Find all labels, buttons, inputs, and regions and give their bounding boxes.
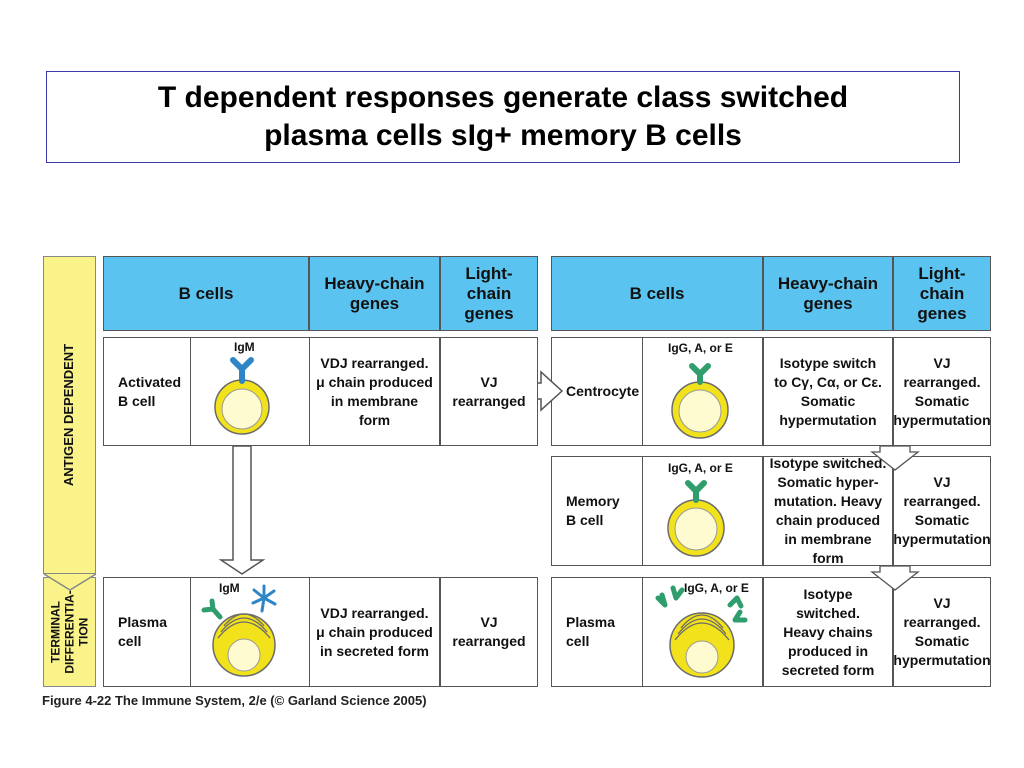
plasma-cell-label-left: Plasma cell — [103, 577, 191, 687]
centrocyte-light-chain: VJ rearranged. Somatic hypermutation — [893, 337, 991, 446]
arrow-down-left — [218, 445, 266, 575]
plasma-light-chain-left: VJ rearranged — [440, 577, 538, 687]
header-light-chain-right: Light-chain genes — [893, 256, 991, 331]
title-line-2: plasma cells sIg+ memory B cells — [264, 119, 742, 152]
activated-b-cell-icon — [214, 357, 270, 435]
memory-b-cell-label: Memory B cell — [551, 456, 643, 566]
igg-label-memory: IgG, A, or E — [668, 461, 733, 475]
arrow-down-memory-plasma — [870, 565, 920, 591]
plasma-heavy-chain-right: Isotype switched. Heavy chains produced … — [763, 577, 893, 687]
igm-pentamer-icon — [251, 584, 277, 613]
igg-label-centrocyte: IgG, A, or E — [668, 341, 733, 355]
plasma-cell-right-icon — [655, 585, 748, 678]
igg-label-plasma: IgG, A, or E — [684, 581, 749, 595]
plasma-cell-label-right: Plasma cell — [551, 577, 643, 687]
header-b-cells-left: B cells — [103, 256, 309, 331]
activated-light-chain: VJ rearranged — [440, 337, 538, 446]
arrow-right — [538, 370, 564, 412]
igm-secreted-icon — [201, 598, 223, 620]
igg-secreted-icons — [655, 585, 748, 623]
igm-receptor-icon — [230, 357, 254, 384]
sidebar-arrow — [43, 573, 97, 591]
title-line-1: T dependent responses generate class swi… — [157, 81, 849, 114]
header-heavy-chain-right: Heavy-chain genes — [763, 256, 893, 331]
title-box: T dependent responses generate class swi… — [46, 71, 960, 163]
header-heavy-chain-left: Heavy-chain genes — [309, 256, 440, 331]
terminal-differentiation-bar: TERMINAL DIFFERENTIA- TION — [43, 577, 96, 687]
activated-b-cell-label: Activated B cell — [103, 337, 191, 446]
igm-label-activated: IgM — [234, 340, 255, 354]
igg-receptor-memory-icon — [685, 480, 707, 503]
centrocyte-heavy-chain: Isotype switch to Cγ, Cα, or Cε. Somatic… — [763, 337, 893, 446]
memory-light-chain: VJ rearranged. Somatic hypermutation — [893, 456, 991, 566]
header-b-cells-right: B cells — [551, 256, 763, 331]
memory-b-cell-icon — [667, 480, 725, 557]
igm-label-plasma: IgM — [219, 581, 240, 595]
centrocyte-label: Centrocyte — [551, 337, 643, 446]
igg-receptor-icon — [689, 363, 711, 385]
arrow-down-centrocyte-memory — [870, 445, 920, 471]
plasma-cell-left-icon — [201, 584, 277, 677]
antigen-dependent-bar: ANTIGEN DEPENDENT — [43, 256, 96, 574]
centrocyte-icon — [671, 363, 729, 439]
figure-caption: Figure 4-22 The Immune System, 2/e (© Ga… — [42, 693, 427, 708]
activated-heavy-chain: VDJ rearranged. μ chain produced in memb… — [309, 337, 440, 446]
header-light-chain-left: Light-chain genes — [440, 256, 538, 331]
plasma-heavy-chain-left: VDJ rearranged. μ chain produced in secr… — [309, 577, 440, 687]
memory-heavy-chain: Isotype switched. Somatic hyper-mutation… — [763, 455, 893, 566]
page-title: T dependent responses generate class swi… — [158, 79, 848, 155]
plasma-light-chain-right: VJ rearranged. Somatic hypermutation — [893, 577, 991, 687]
